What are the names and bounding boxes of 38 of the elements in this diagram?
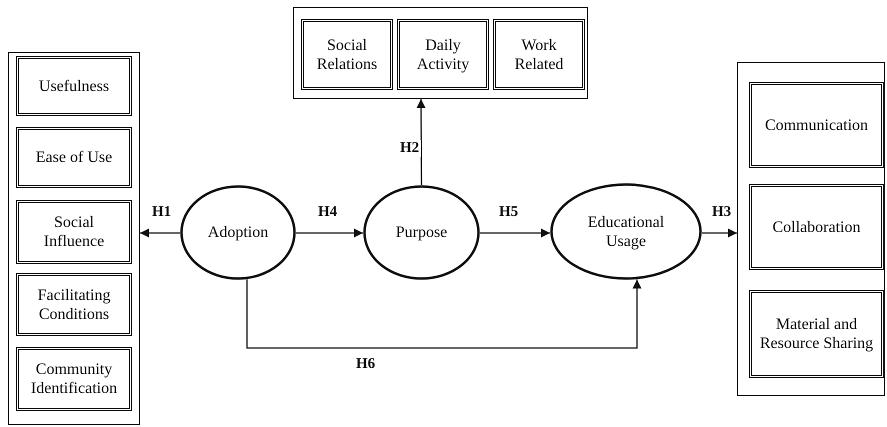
arrow [246, 279, 642, 349]
construct-label: Daily Activity [416, 36, 470, 74]
factor-box [16, 127, 132, 188]
factor-box [16, 200, 132, 264]
factor-box [749, 184, 884, 270]
factor-box [301, 19, 393, 90]
group-panel [293, 7, 588, 99]
arrow [416, 99, 426, 185]
construct-label: Purpose [394, 223, 448, 242]
factor-box [749, 290, 884, 378]
construct-label: Community Identification [30, 360, 118, 398]
factor-box [493, 19, 585, 90]
construct-label: Collaboration [772, 218, 862, 236]
construct-label: Ease of Use [34, 148, 114, 167]
group-panel [737, 62, 885, 396]
construct-label: Educational Usage [586, 212, 666, 250]
construct-label: Communication [764, 116, 870, 134]
construct-label: Material and Resource Sharing [758, 315, 874, 353]
factor-box [749, 82, 884, 168]
arrow [702, 228, 737, 238]
construct-ellipse [180, 185, 296, 280]
factor-box [397, 19, 489, 90]
construct-ellipse [550, 183, 702, 280]
factor-box [16, 56, 132, 116]
factor-box [16, 347, 132, 411]
construct-label: Adoption [206, 223, 270, 242]
construct-label: Usefulness [38, 76, 110, 96]
construct-label: Social Relations [316, 36, 378, 74]
edge-label: H2 [398, 140, 422, 157]
arrow [480, 228, 550, 238]
construct-label: Facilitating Conditions [36, 286, 112, 324]
construct-ellipse [363, 185, 480, 280]
construct-label: Social Influence [42, 213, 106, 251]
group-panel [8, 52, 140, 425]
construct-label: Work Related [514, 36, 564, 74]
arrow [140, 228, 180, 238]
arrow [296, 228, 363, 238]
factor-box [16, 273, 132, 336]
